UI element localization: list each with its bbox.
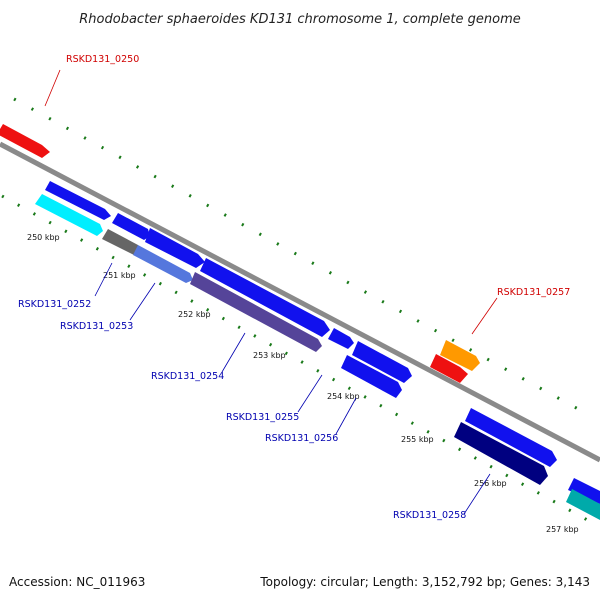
tick-label-256: 256 kbp	[474, 479, 507, 488]
gene-label-RSKD131_0254[interactable]: RSKD131_0254	[151, 371, 224, 382]
map-title: Rhodobacter sphaeroides KD131 chromosome…	[79, 12, 520, 27]
tick-label-250: 250 kbp	[27, 233, 60, 242]
gene-arrow-RSKD131_0257b[interactable]	[430, 354, 468, 383]
gene-arrow-RSKD131_0254[interactable]	[190, 272, 322, 352]
gene-label-RSKD131_0255[interactable]: RSKD131_0255	[226, 412, 299, 423]
gene-arrow-g[interactable]	[465, 408, 557, 467]
inner-tick-track	[1, 194, 600, 529]
gene-arrow-h[interactable]	[568, 478, 600, 504]
leader-RSKD131_0254	[221, 332, 246, 373]
tick-label-255: 255 kbp	[401, 435, 434, 444]
gene-arrow-RSKD131_0253[interactable]	[133, 245, 193, 283]
leader-RSKD131_0252	[94, 262, 113, 297]
gene-label-RSKD131_0257[interactable]: RSKD131_0257	[497, 287, 570, 298]
genome-summary-text: Topology: circular; Length: 3,152,792 bp…	[259, 575, 590, 589]
gene-arrow-a[interactable]	[45, 181, 111, 220]
tick-label-254: 254 kbp	[327, 392, 360, 401]
gene-arrow-RSKD131_0250[interactable]	[0, 124, 50, 158]
tick-label-253: 253 kbp	[253, 351, 286, 360]
gene-arrow-i[interactable]	[566, 489, 600, 520]
gene-arrow-b[interactable]	[35, 194, 103, 236]
gene-label-RSKD131_0250[interactable]: RSKD131_0250	[66, 54, 139, 65]
gene-arrow-c[interactable]	[112, 213, 150, 240]
gene-label-RSKD131_0252[interactable]: RSKD131_0252	[18, 299, 91, 310]
accession-text: Accession: NC_011963	[9, 575, 145, 589]
gene-arrow-RSKD131_0256[interactable]	[341, 355, 402, 398]
tick-label-257: 257 kbp	[546, 525, 579, 534]
gene-arrow-RSKD131_0257[interactable]	[440, 340, 480, 371]
leader-RSKD131_0257	[471, 297, 498, 335]
leader-RSKD131_0255	[297, 374, 323, 413]
gene-label-RSKD131_0256[interactable]: RSKD131_0256	[265, 433, 338, 444]
gene-label-RSKD131_0253[interactable]: RSKD131_0253	[60, 321, 133, 332]
gene-arrow-RSKD131_0258[interactable]	[454, 422, 548, 485]
gene-arrow-RSKD131_0252[interactable]	[102, 229, 140, 255]
gene-arrow-e[interactable]	[200, 258, 330, 337]
gene-label-RSKD131_0258[interactable]: RSKD131_0258	[393, 510, 466, 521]
gene-arrow-d[interactable]	[145, 228, 205, 268]
tick-label-252: 252 kbp	[178, 310, 211, 319]
leader-RSKD131_0250	[44, 69, 61, 107]
leader-RSKD131_0258	[463, 473, 491, 515]
gene-arrow-RSKD131_0255[interactable]	[352, 341, 412, 383]
tick-label-251: 251 kbp	[103, 271, 136, 280]
leader-RSKD131_0253	[129, 282, 156, 321]
chromosome-backbone	[0, 141, 600, 463]
leader-RSKD131_0256	[335, 397, 357, 435]
outer-tick-track	[13, 97, 581, 412]
gene-arrow-f[interactable]	[328, 328, 354, 349]
